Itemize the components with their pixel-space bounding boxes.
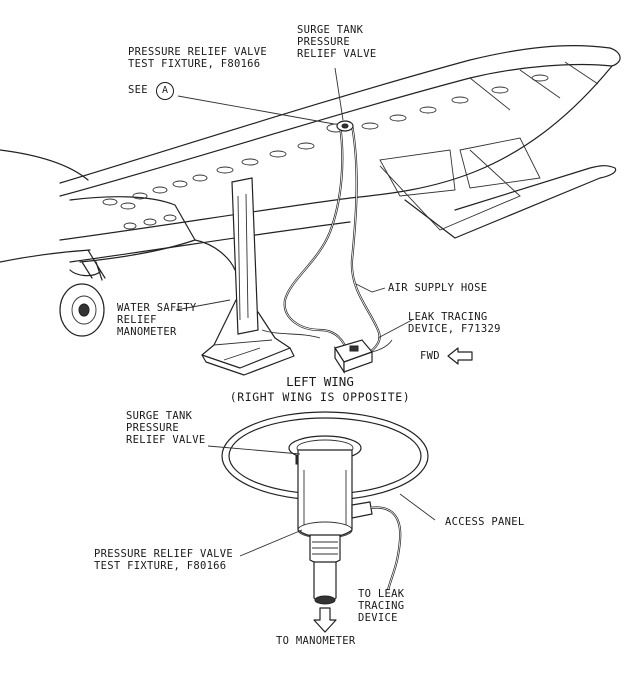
detail-relief-valve [288,435,402,633]
to-manometer-arrow-icon [313,607,337,633]
label-air-supply-hose: AIR SUPPLY HOSE [388,282,488,294]
caption-right-wing-opposite: (RIGHT WING IS OPPOSITE) [229,390,411,404]
leader-lines-lower [207,445,436,557]
label-to-manometer: TO MANOMETER [276,635,356,647]
label-test-fixture-top: PRESSURE RELIEF VALVE TEST FIXTURE, F801… [128,46,268,70]
label-see: SEE [128,84,148,96]
label-fwd: FWD [420,350,440,362]
detail-a-reference-marker: A [156,82,174,100]
wing-outline [0,45,621,337]
label-access-panel: ACCESS PANEL [445,516,525,528]
label-to-leak-tracing: TO LEAK TRACING DEVICE [358,588,405,624]
fwd-arrow-icon [447,347,473,365]
label-water-manometer: WATER SAFETY RELIEF MANOMETER [117,302,197,338]
air-supply-hose-drawing [261,120,381,357]
leak-tracing-device-drawing [334,339,393,375]
label-leak-tracing-device: LEAK TRACING DEVICE, F71329 [408,311,501,335]
caption-left-wing: LEFT WING [286,374,354,389]
label-test-fixture-detail: PRESSURE RELIEF VALVE TEST FIXTURE, F801… [94,548,234,572]
water-manometer-drawing [201,177,295,376]
label-surge-tank-detail: SURGE TANK PRESSURE RELIEF VALVE [126,410,206,446]
leader-lines-upper [175,67,413,339]
label-surge-tank-top: SURGE TANK PRESSURE RELIEF VALVE [297,24,377,60]
